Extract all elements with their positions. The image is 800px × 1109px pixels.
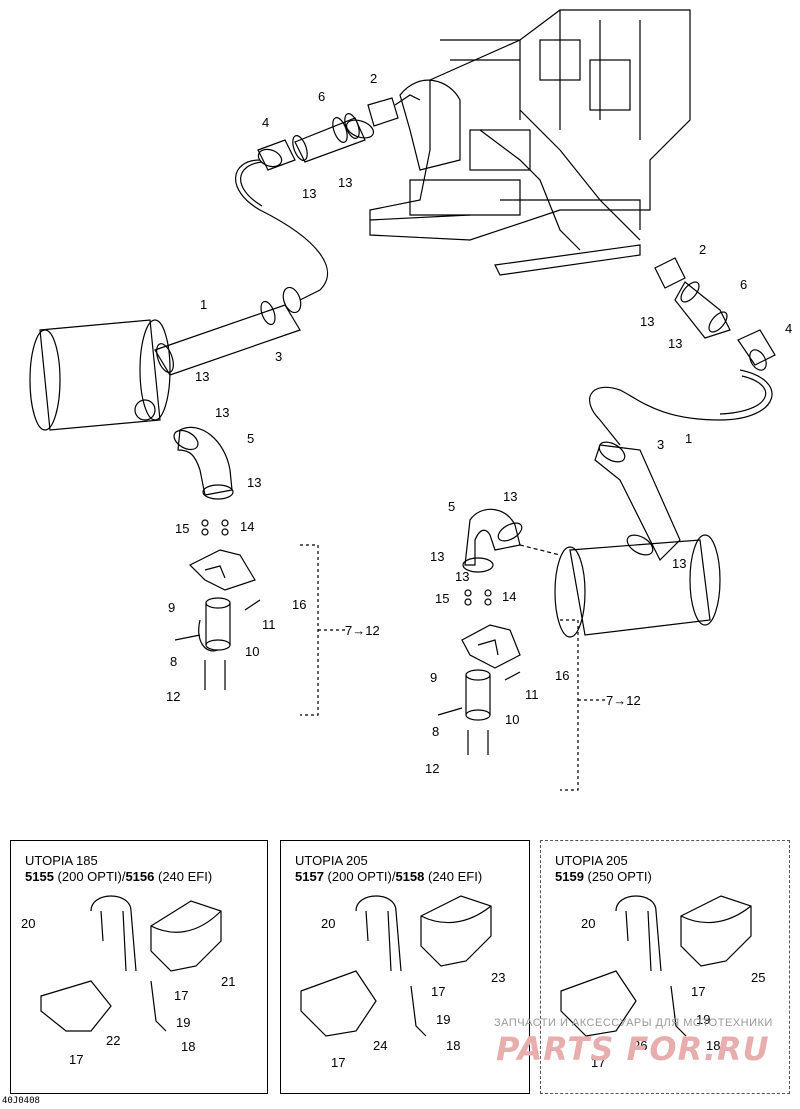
hose-group-right <box>589 257 776 446</box>
part-number: 23 <box>491 970 506 985</box>
watermark-brand: PARTS FOR.RU <box>496 1030 770 1068</box>
callout-range: 7→12 <box>345 623 380 638</box>
fitting-assembly-right <box>437 589 605 791</box>
part-number: 20 <box>581 916 596 931</box>
callout-4: 4 <box>262 115 270 130</box>
callout-4: 4 <box>785 321 793 336</box>
callout-9: 9 <box>430 670 438 685</box>
callout-14: 14 <box>240 519 255 534</box>
callout-9: 9 <box>168 600 176 615</box>
variant-parts-drawing <box>560 895 752 1037</box>
variant-parts-drawing <box>40 895 222 1032</box>
callout-13: 13 <box>215 405 230 420</box>
callout-8: 8 <box>432 724 440 739</box>
watermark-text: ЗАПЧАСТИ И АКСЕССУАРЫ ДЛЯ МОТОТЕХНИКИ <box>494 1017 773 1029</box>
part-number: 18 <box>706 1038 721 1053</box>
fitting-assembly-left <box>174 519 345 716</box>
part-number: 19 <box>436 1012 451 1027</box>
part-number: 21 <box>221 974 236 989</box>
callout-2: 2 <box>370 71 378 86</box>
callout-14: 14 <box>502 589 517 604</box>
part-number: 17 <box>591 1055 606 1070</box>
variant-parts-drawing <box>300 895 492 1037</box>
callout-15: 15 <box>175 521 190 536</box>
callout-8: 8 <box>170 654 178 669</box>
part-number: 22 <box>106 1033 121 1048</box>
muffler-left <box>29 286 302 431</box>
callout-1: 1 <box>685 431 693 446</box>
callout-6: 6 <box>318 89 326 104</box>
callout-10: 10 <box>505 712 520 727</box>
callout-16: 16 <box>555 668 570 683</box>
variant-title: UTOPIA 185 5155 (200 OPTI)/5156 (240 EFI… <box>25 853 213 884</box>
callout-3: 3 <box>275 349 283 364</box>
callout-5: 5 <box>247 431 255 446</box>
callout-11: 11 <box>525 687 539 702</box>
part-number: 18 <box>181 1039 196 1054</box>
elbow-left <box>173 426 234 500</box>
part-number: 26 <box>633 1038 648 1053</box>
callout-6: 6 <box>740 277 748 292</box>
part-number: 17 <box>691 984 706 999</box>
callout-11: 11 <box>262 617 276 632</box>
callout-13: 13 <box>455 569 470 584</box>
part-number: 24 <box>373 1038 388 1053</box>
figure-id: 40J0408 <box>2 1096 40 1106</box>
callout-10: 10 <box>245 644 260 659</box>
part-number: 20 <box>21 916 36 931</box>
part-number: 19 <box>176 1015 191 1030</box>
elbow-right <box>462 508 561 573</box>
part-number: 17 <box>174 988 189 1003</box>
engine-drawing <box>369 9 691 276</box>
part-number: 17 <box>331 1055 346 1070</box>
callout-13: 13 <box>672 556 687 571</box>
variant-title: UTOPIA 205 5157 (200 OPTI)/5158 (240 EFI… <box>295 853 483 884</box>
callout-2: 2 <box>699 242 707 257</box>
callout-5: 5 <box>448 499 456 514</box>
part-number: 25 <box>751 970 766 985</box>
part-number: 19 <box>696 1012 711 1027</box>
part-number: 17 <box>431 984 446 999</box>
callout-3: 3 <box>657 437 665 452</box>
callout-13: 13 <box>338 175 353 190</box>
muffler-right <box>554 441 721 638</box>
part-number: 20 <box>321 916 336 931</box>
part-number: 17 <box>69 1052 84 1067</box>
hose-group-left <box>257 94 421 171</box>
callout-13: 13 <box>640 314 655 329</box>
callout-16: 16 <box>292 597 307 612</box>
callout-13: 13 <box>668 336 683 351</box>
callout-13: 13 <box>247 475 262 490</box>
callout-12: 12 <box>425 761 440 776</box>
callout-1: 1 <box>200 297 208 312</box>
variant-box-3: UTOPIA 205 5159 (250 OPTI) 20 25 17 19 2… <box>540 840 790 1094</box>
callout-13: 13 <box>195 369 210 384</box>
variant-title: UTOPIA 205 5159 (250 OPTI) <box>555 853 652 884</box>
part-number: 18 <box>446 1038 461 1053</box>
callout-13: 13 <box>430 549 445 564</box>
callout-13: 13 <box>503 489 518 504</box>
callout-13: 13 <box>302 186 317 201</box>
callout-15: 15 <box>435 591 450 606</box>
callout-12: 12 <box>166 689 181 704</box>
variant-box-2: UTOPIA 205 5157 (200 OPTI)/5158 (240 EFI… <box>280 840 530 1094</box>
variant-box-1: UTOPIA 185 5155 (200 OPTI)/5156 (240 EFI… <box>10 840 268 1094</box>
callout-range: 7→12 <box>606 693 641 708</box>
